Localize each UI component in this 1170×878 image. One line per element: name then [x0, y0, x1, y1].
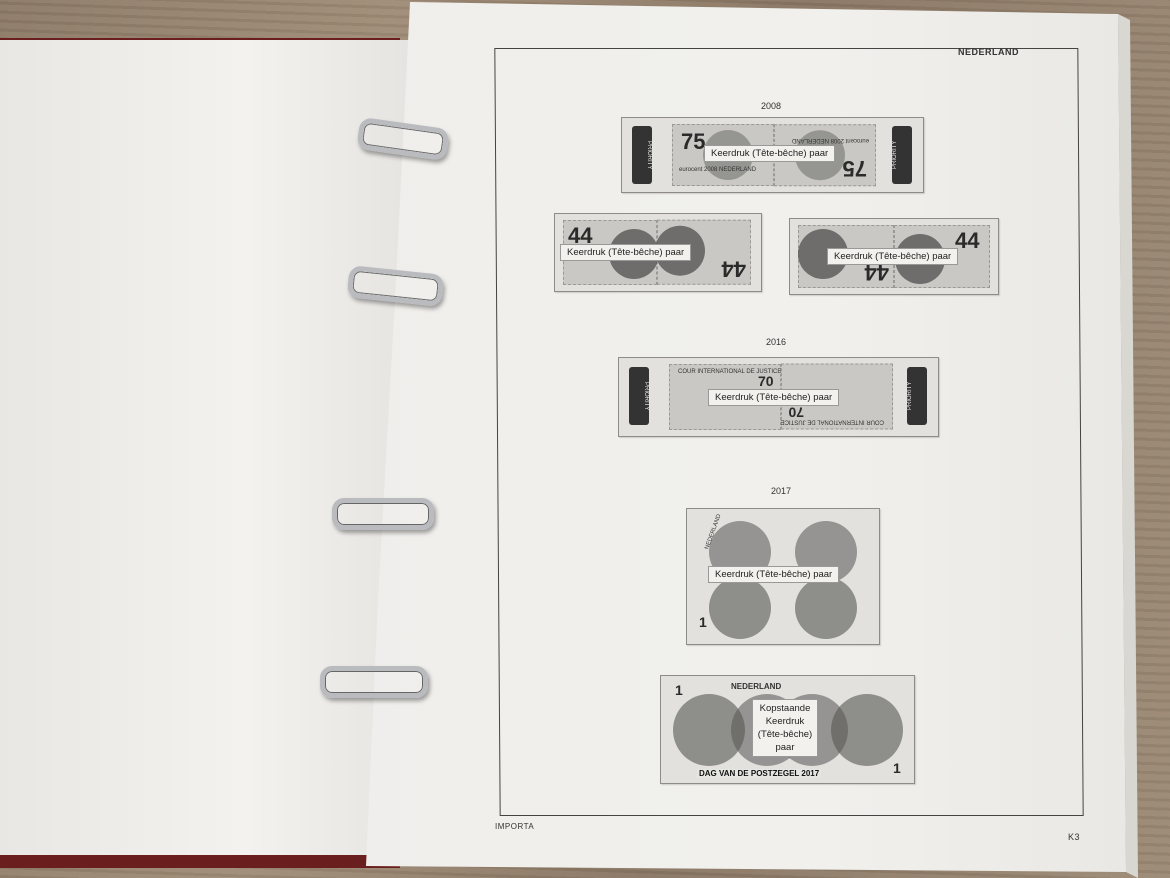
left-blank-page [0, 40, 410, 855]
mount-label: Keerdruk (Tête-bêche) paar [827, 248, 959, 265]
mount-label: Keerdruk (Tête-bêche) paar [708, 566, 840, 583]
stamp-mount: 44 44 [789, 218, 999, 295]
priority-label: PRIORITY [632, 126, 652, 184]
publisher-name: IMPORTA [495, 822, 535, 831]
year-heading: 2017 [771, 486, 792, 496]
year-heading: 2016 [766, 337, 787, 347]
mount-label: Keerdruk (Tête-bêche) paar [704, 145, 836, 162]
year-heading: 2008 [761, 101, 782, 111]
binder-ring [332, 498, 434, 530]
mount-label: Keerdruk (Tête-bêche) paar [708, 389, 840, 406]
mount-label: Kopstaande Keerdruk (Tête-bêche) paar [752, 699, 818, 757]
mount-label: Keerdruk (Tête-bêche) paar [560, 244, 692, 261]
stamp-caption: DAG VAN DE POSTZEGEL 2017 [697, 769, 822, 778]
page-header-country: NEDERLAND [958, 47, 1020, 57]
binder-ring [320, 666, 428, 698]
page-number: K3 [1068, 832, 1081, 842]
